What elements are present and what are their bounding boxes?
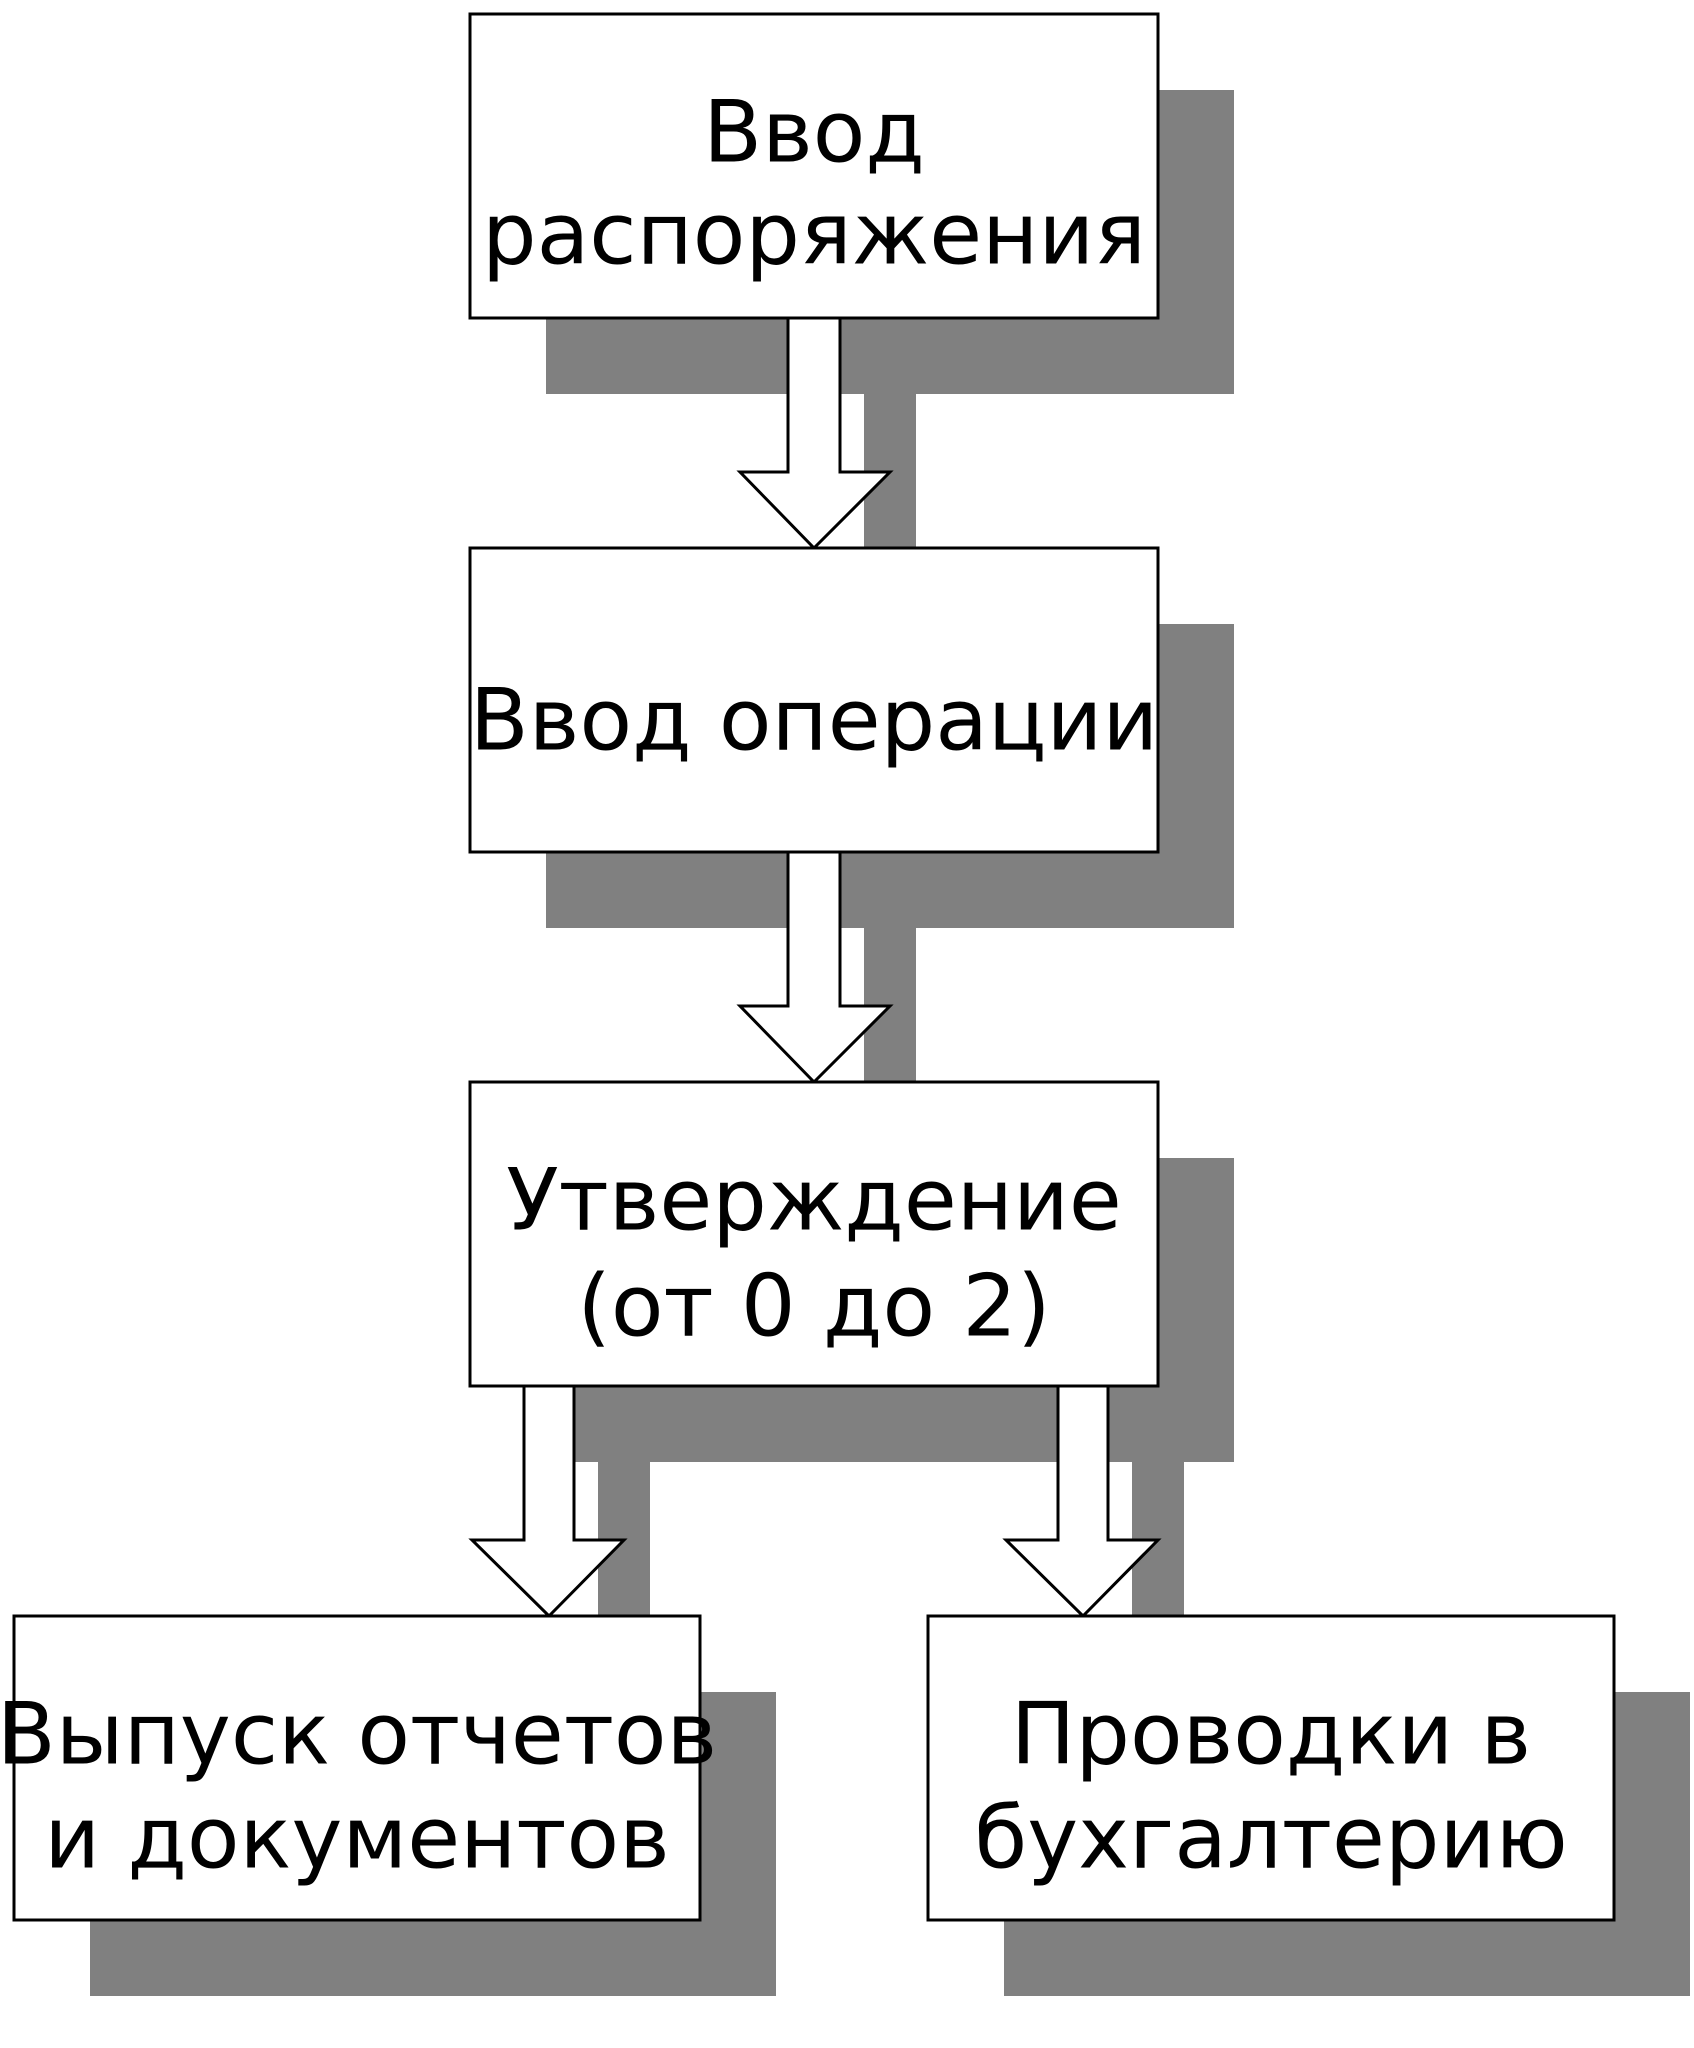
- node-input-operation: Ввод операции: [468, 546, 1160, 854]
- node-box-input-order: [468, 12, 1160, 320]
- node-box-input-operation: [468, 546, 1160, 854]
- arrow-approval-to-reports: [468, 1384, 628, 1619]
- arrow-approval-to-postings: [1002, 1384, 1162, 1619]
- node-box-reports: [12, 1614, 702, 1922]
- node-approval: Утверждение(от 0 до 2): [468, 1080, 1160, 1388]
- node-label-input-order-line-2: распоряжения: [482, 184, 1146, 284]
- node-label-postings-line-2: бухгалтерию: [974, 1788, 1568, 1888]
- node-label-reports-line-2: и документов: [44, 1788, 670, 1888]
- arrow-shadow-input-operation-to-approval: [864, 852, 916, 1082]
- node-label-approval-line-1: Утверждение: [506, 1150, 1122, 1250]
- arrow-input-operation-to-approval: [736, 850, 894, 1085]
- arrow-layer: [468, 316, 1184, 1619]
- node-label-approval-line-2: (от 0 до 2): [577, 1256, 1050, 1356]
- node-label-reports-line-1: Выпуск отчетов: [0, 1684, 717, 1784]
- arrow-input-order-to-input-operation: [736, 316, 894, 551]
- arrow-shadow-approval-to-reports: [598, 1386, 650, 1616]
- node-box-postings: [926, 1614, 1616, 1922]
- arrow-shadow-input-order-to-input-operation: [864, 318, 916, 548]
- node-label-input-operation-line-1: Ввод операции: [470, 670, 1158, 770]
- node-label-input-order-line-1: Ввод: [703, 82, 925, 182]
- node-box-approval: [468, 1080, 1160, 1388]
- node-label-postings-line-1: Проводки в: [1011, 1684, 1532, 1784]
- arrow-shadow-approval-to-postings: [1132, 1386, 1184, 1616]
